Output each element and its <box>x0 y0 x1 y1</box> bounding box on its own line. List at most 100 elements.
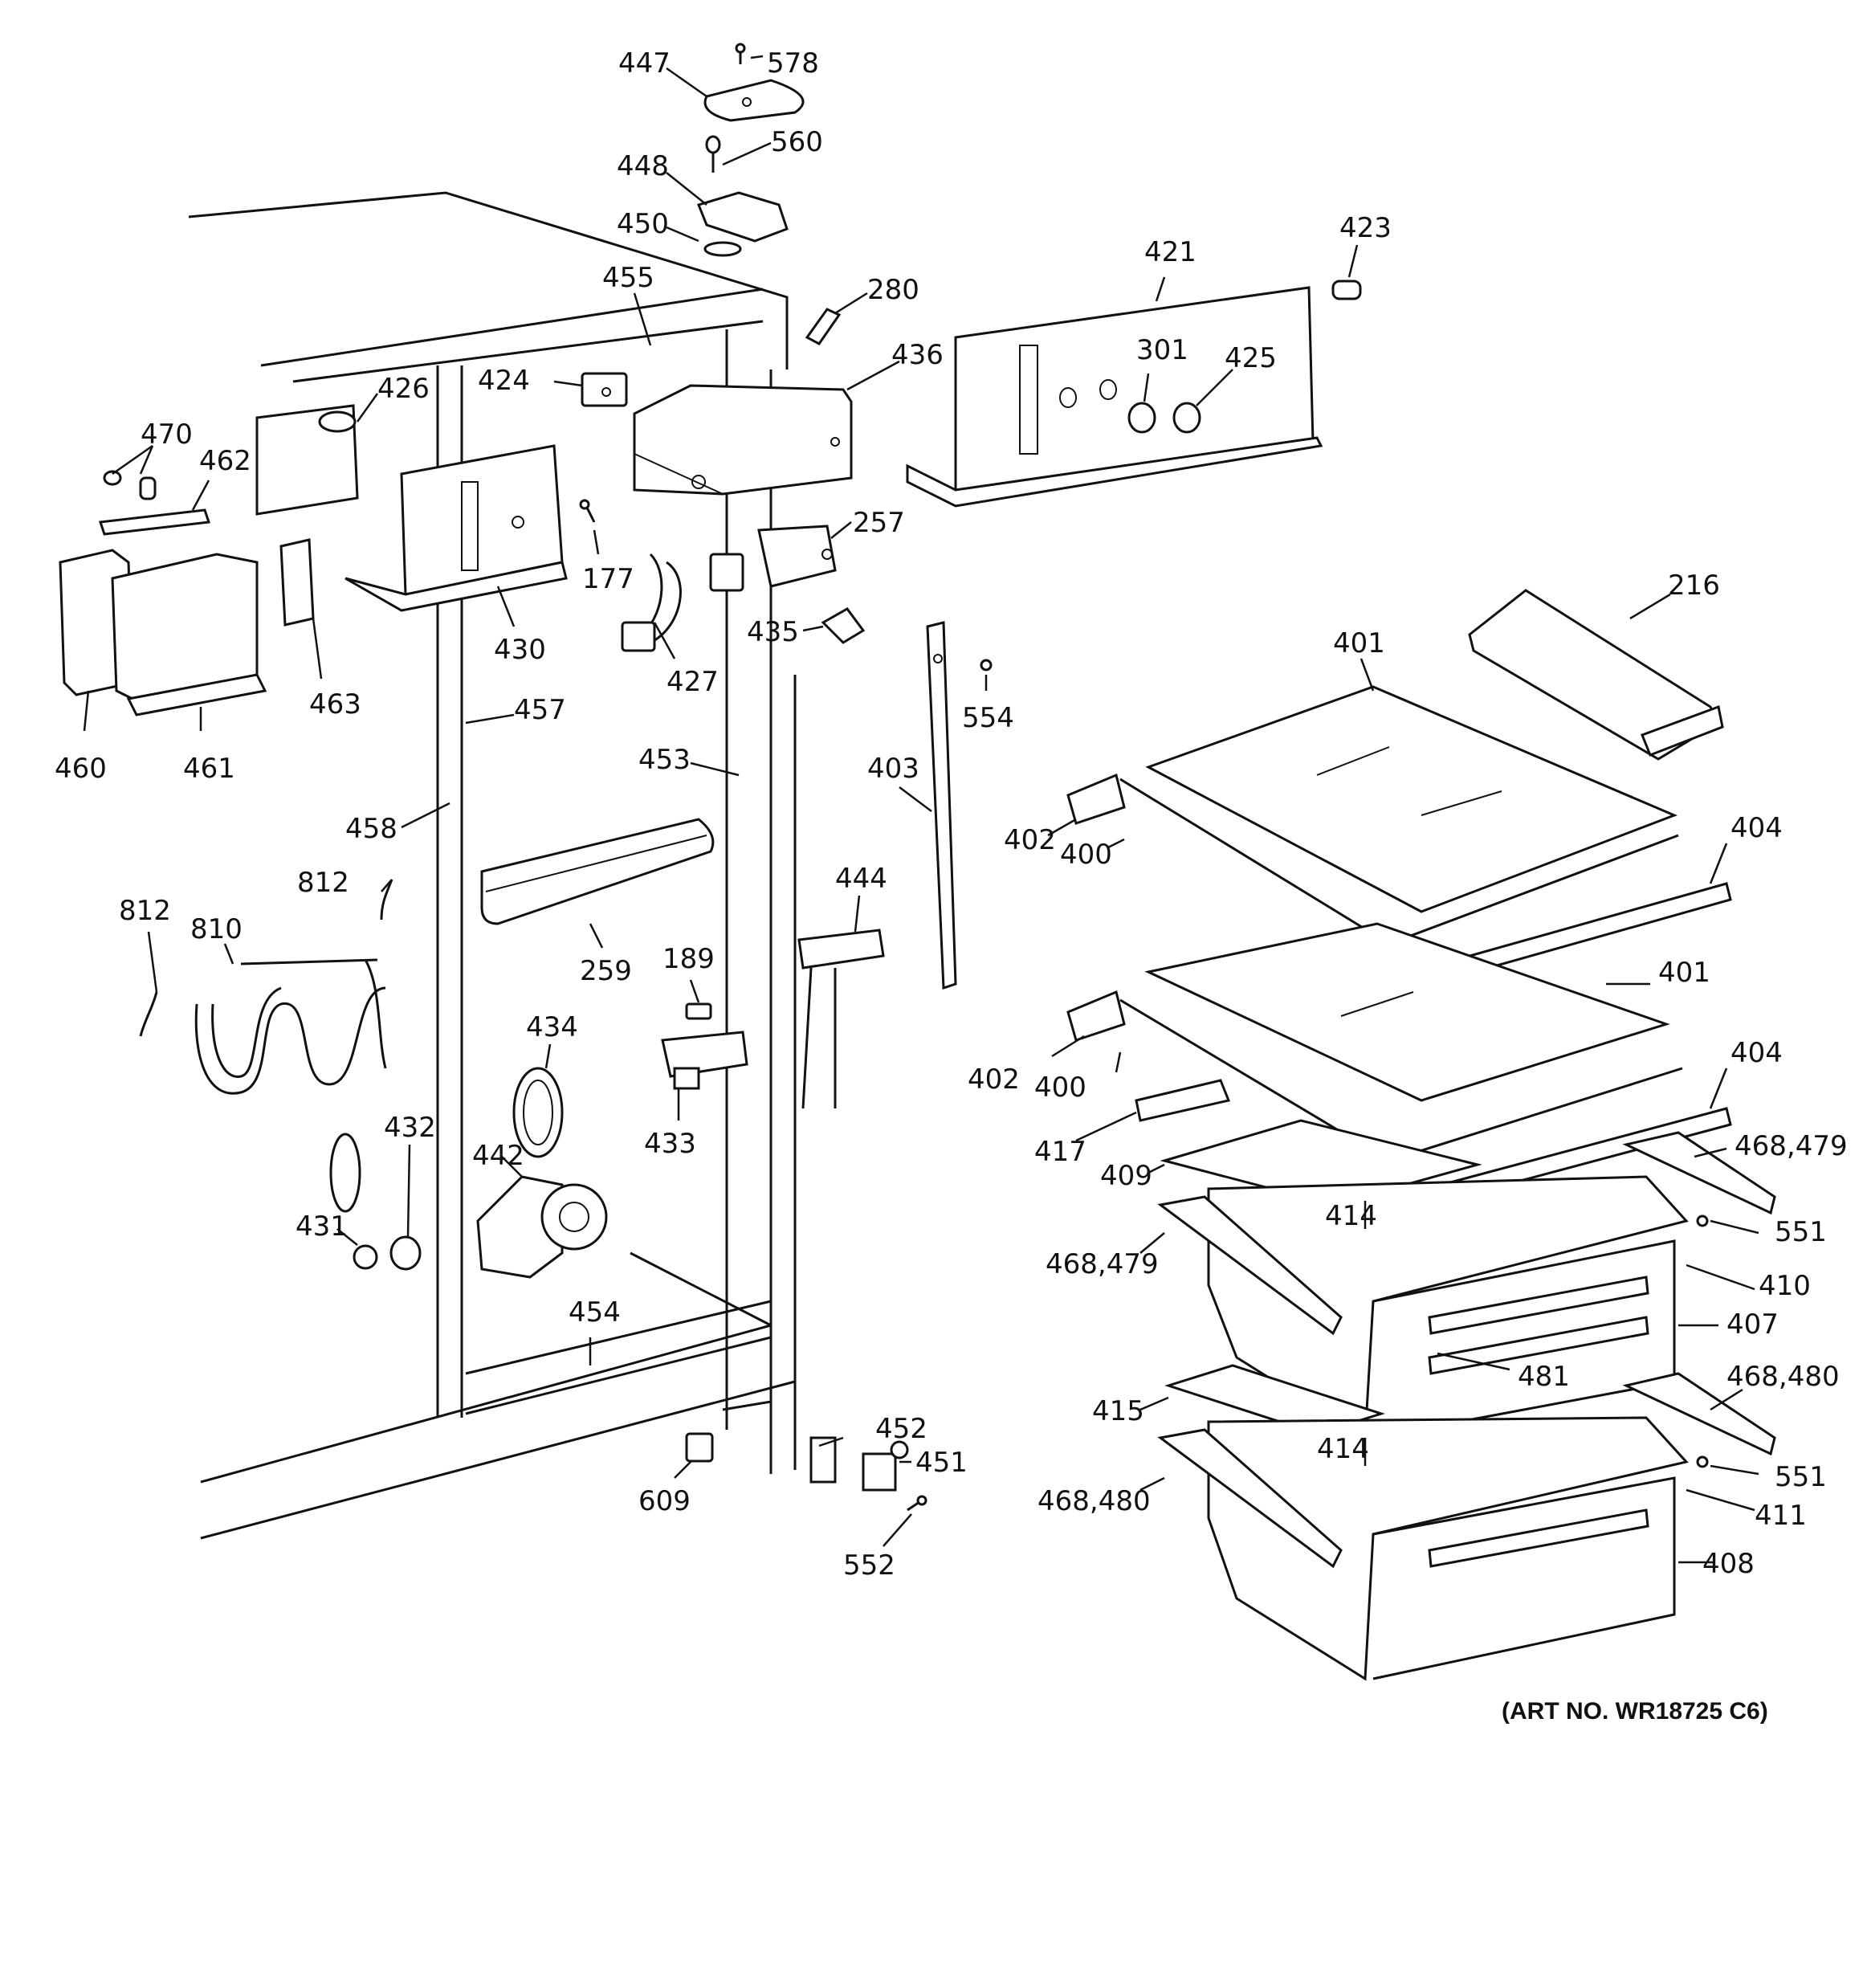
label-458-text: 458 <box>345 813 397 845</box>
label-400-upper-text: 400 <box>1060 839 1112 871</box>
label-450: 450 <box>617 208 669 240</box>
label-177-text: 177 <box>582 563 634 595</box>
label-401-lower: 401 <box>1658 957 1710 989</box>
label-551-lower-text: 551 <box>1775 1461 1827 1493</box>
bin-216 <box>1468 589 1724 761</box>
wire-harness-427 <box>621 553 744 652</box>
label-421: 421 <box>1144 236 1196 268</box>
light-bulb-423 <box>1331 280 1362 300</box>
label-424: 424 <box>478 365 530 397</box>
label-470: 470 <box>141 418 193 451</box>
label-552: 552 <box>843 1549 895 1582</box>
label-301: 301 <box>1136 334 1188 366</box>
label-423: 423 <box>1339 212 1392 244</box>
label-280-text: 280 <box>867 274 919 306</box>
heater-810 <box>194 958 387 1095</box>
label-462: 462 <box>199 445 251 477</box>
label-460: 460 <box>55 753 107 785</box>
label-400-lower: 400 <box>1034 1072 1086 1104</box>
tube-812-right <box>380 879 393 921</box>
label-468479-right-text: 468,479 <box>1735 1130 1848 1162</box>
label-810: 810 <box>190 913 243 945</box>
label-403: 403 <box>867 753 919 785</box>
label-812-left: 812 <box>119 895 171 927</box>
label-552-text: 552 <box>843 1549 895 1582</box>
label-401-upper: 401 <box>1333 627 1385 659</box>
label-430-text: 430 <box>494 634 546 666</box>
label-454-text: 454 <box>569 1296 621 1329</box>
label-402-upper: 402 <box>1004 824 1056 856</box>
label-435-text: 435 <box>747 616 799 648</box>
leader-lines <box>83 55 1759 1564</box>
tube-812-left <box>139 991 158 1037</box>
label-812-left-text: 812 <box>119 895 171 927</box>
label-812-right-text: 812 <box>297 867 349 899</box>
label-432: 432 <box>384 1112 436 1144</box>
label-414-upper-text: 414 <box>1325 1200 1377 1232</box>
label-436-text: 436 <box>891 339 944 371</box>
label-453: 453 <box>638 744 691 776</box>
label-414-upper: 414 <box>1325 1200 1377 1232</box>
label-432-text: 432 <box>384 1112 436 1144</box>
label-280: 280 <box>867 274 919 306</box>
part-444 <box>797 929 885 1109</box>
label-431: 431 <box>296 1210 348 1243</box>
label-259-text: 259 <box>580 955 632 987</box>
label-551-lower: 551 <box>1775 1461 1827 1493</box>
hinge-cover <box>703 79 805 122</box>
label-436: 436 <box>891 339 944 371</box>
label-425: 425 <box>1225 342 1277 374</box>
label-463: 463 <box>309 688 361 720</box>
label-414-lower-text: 414 <box>1317 1433 1369 1465</box>
hinge-screw-560 <box>705 135 721 173</box>
label-423-text: 423 <box>1339 212 1392 244</box>
label-408-text: 408 <box>1702 1548 1755 1580</box>
label-462-text: 462 <box>199 445 251 477</box>
label-427: 427 <box>667 666 719 698</box>
screw-551-lower <box>1696 1455 1709 1468</box>
label-448-text: 448 <box>617 150 669 182</box>
timer-257 <box>757 525 837 588</box>
glass-shelf-lower <box>1144 922 1670 1102</box>
label-450-text: 450 <box>617 208 669 240</box>
label-554-text: 554 <box>962 702 1014 734</box>
label-408: 408 <box>1702 1548 1755 1580</box>
crisper-drawer-lower <box>1207 1416 1689 1681</box>
label-404-lower: 404 <box>1731 1037 1783 1069</box>
label-431-text: 431 <box>296 1210 348 1243</box>
label-409-text: 409 <box>1100 1160 1152 1192</box>
label-401-upper-text: 401 <box>1333 627 1385 659</box>
art-number-text: (ART NO. WR18725 C6) <box>1502 1698 1768 1725</box>
label-468480-right-text: 468,480 <box>1726 1361 1840 1393</box>
part-435 <box>821 607 866 644</box>
fan-442 <box>476 1175 608 1279</box>
label-468479-left: 468,479 <box>1046 1248 1159 1280</box>
label-433: 433 <box>644 1128 696 1160</box>
label-454: 454 <box>569 1296 621 1329</box>
label-609: 609 <box>638 1485 691 1517</box>
label-444-text: 444 <box>835 863 887 895</box>
label-451: 451 <box>915 1447 968 1479</box>
label-578-text: 578 <box>767 47 819 80</box>
cover-259 <box>480 818 715 925</box>
screw-554 <box>980 659 993 672</box>
label-435: 435 <box>747 616 799 648</box>
housing-461 <box>111 553 267 716</box>
label-470-text: 470 <box>141 418 193 451</box>
lens-434 <box>512 1067 564 1158</box>
part-424 <box>581 372 628 407</box>
label-257: 257 <box>853 507 905 539</box>
label-447-text: 447 <box>618 47 671 80</box>
label-301-text: 301 <box>1136 334 1188 366</box>
control-panel-421 <box>906 286 1323 508</box>
label-481: 481 <box>1518 1361 1570 1393</box>
label-259: 259 <box>580 955 632 987</box>
label-448: 448 <box>617 150 669 182</box>
label-417-text: 417 <box>1034 1136 1086 1168</box>
hinge-451 <box>862 1440 909 1492</box>
crisper-drawer-upper <box>1207 1175 1689 1440</box>
label-461-text: 461 <box>183 753 235 785</box>
label-433-text: 433 <box>644 1128 696 1160</box>
label-468479-right: 468,479 <box>1735 1130 1848 1162</box>
